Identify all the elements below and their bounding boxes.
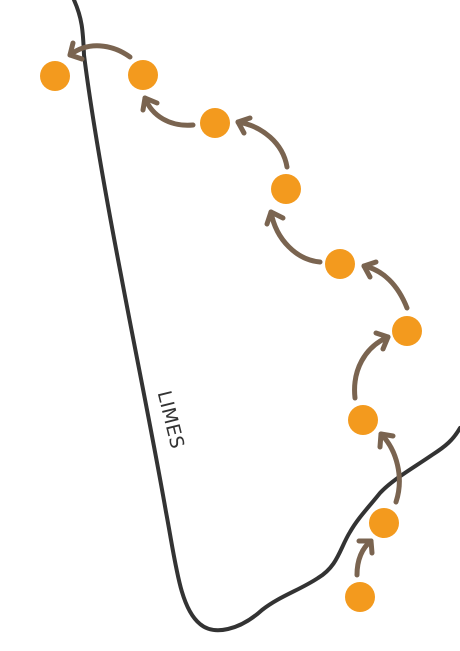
route-arrow-7 xyxy=(140,95,196,128)
route-stops xyxy=(40,60,422,612)
route-stop-8 xyxy=(128,60,158,90)
route-arrow-4 xyxy=(361,259,410,311)
limes-label: LIMES xyxy=(153,389,189,452)
route-arrow-5 xyxy=(264,209,323,265)
route-arrows xyxy=(67,40,410,578)
route-arrow-1 xyxy=(354,538,375,578)
route-stop-1 xyxy=(345,582,375,612)
limes-border-line xyxy=(72,0,460,633)
route-stop-9 xyxy=(40,61,70,91)
route-arrow-3 xyxy=(352,330,391,401)
route-stop-3 xyxy=(348,405,378,435)
route-arrow-6 xyxy=(235,115,290,170)
route-arrow-8 xyxy=(67,40,133,62)
route-stop-2 xyxy=(369,508,399,538)
route-stop-7 xyxy=(200,108,230,138)
route-stop-4 xyxy=(392,316,422,346)
route-arrow-2 xyxy=(377,431,402,505)
route-stop-5 xyxy=(325,249,355,279)
route-stop-6 xyxy=(271,174,301,204)
